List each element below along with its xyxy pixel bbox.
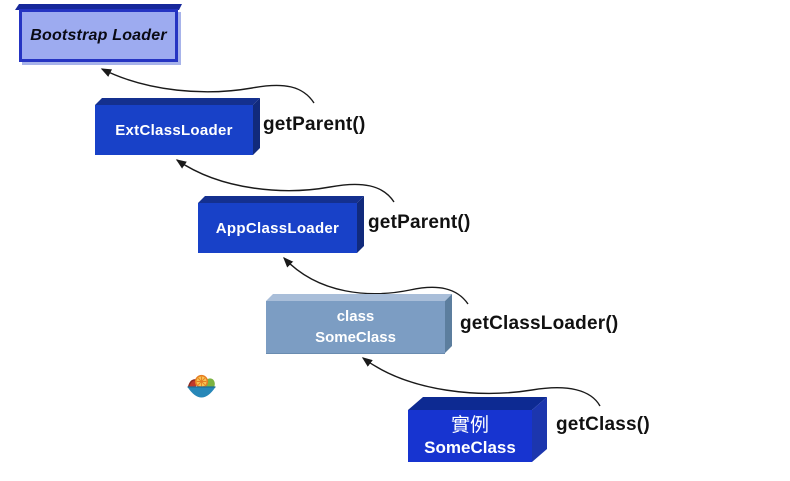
node-ext-classloader: ExtClassLoader	[95, 105, 253, 155]
label-getparent-1: getParent()	[263, 114, 366, 135]
someclass-box-right-face	[445, 294, 452, 353]
label-getclassloader: getClassLoader()	[460, 313, 619, 334]
node-instance-someclass: 實例 SomeClass	[408, 410, 532, 462]
ext-classloader-label: ExtClassLoader	[115, 121, 233, 139]
ext-box-right-face	[253, 98, 260, 155]
fruit-bowl-icon	[187, 374, 216, 398]
instance-label-line1: 實例	[450, 414, 489, 436]
ext-box-front-face: ExtClassLoader	[95, 105, 253, 155]
node-bootstrap-loader: Bootstrap Loader	[19, 9, 178, 62]
bowl	[187, 387, 216, 398]
app-box-right-face	[357, 196, 364, 253]
bootstrap-box-top-edge	[15, 4, 182, 10]
instance-box-top-face	[408, 397, 547, 410]
someclass-label-line2: SomeClass	[315, 329, 396, 346]
app-classloader-label: AppClassLoader	[215, 219, 340, 237]
arrow-getclass-to-someclass	[361, 357, 601, 407]
someclass-box-front-face: class SomeClass	[266, 301, 445, 354]
label-getparent-2: getParent()	[368, 212, 471, 233]
someclass-box-top-face	[266, 294, 452, 301]
instance-box-front-face: 實例 SomeClass	[408, 410, 532, 462]
app-box-front-face: AppClassLoader	[198, 203, 357, 253]
someclass-label-line1: class	[336, 308, 375, 325]
instance-label-line2: SomeClass	[424, 438, 516, 457]
arrow-getparent-to-bootstrap	[100, 68, 315, 104]
fruit-orange-segments	[196, 376, 207, 387]
instance-box-right-face	[532, 397, 547, 462]
arrow-getclassloader-to-app	[283, 256, 469, 305]
label-getclass: getClass()	[556, 414, 650, 435]
node-app-classloader: AppClassLoader	[198, 203, 357, 253]
app-box-top-face	[198, 196, 364, 203]
arrow-getparent-to-ext	[175, 159, 395, 203]
ext-box-top-face	[95, 98, 260, 105]
node-class-someclass: class SomeClass	[266, 301, 445, 354]
bootstrap-loader-label: Bootstrap Loader	[30, 26, 167, 44]
